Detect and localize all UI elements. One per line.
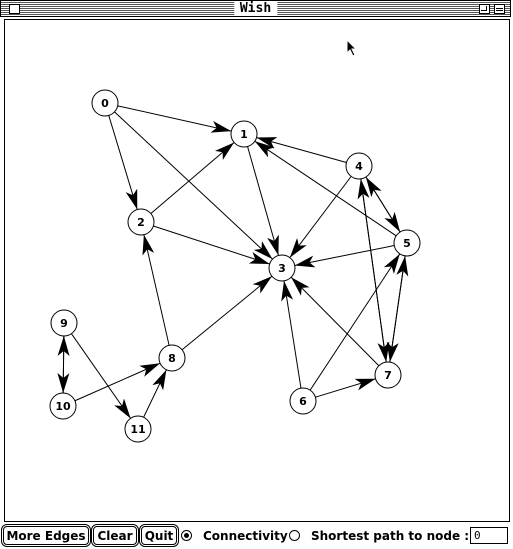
node-label: 0 bbox=[101, 97, 109, 110]
edge-2-1 bbox=[150, 142, 235, 214]
node-circle[interactable] bbox=[230, 120, 258, 148]
connectivity-label: Connectivity bbox=[203, 529, 288, 543]
edge-6-7 bbox=[315, 378, 376, 398]
node-9[interactable]: 9 bbox=[50, 309, 78, 337]
node-4[interactable]: 4 bbox=[345, 152, 373, 180]
node-label: 7 bbox=[384, 369, 392, 382]
node-label: 8 bbox=[168, 352, 176, 365]
shortest-path-radio[interactable] bbox=[289, 530, 300, 541]
edge-7-5 bbox=[389, 255, 409, 363]
node-1[interactable]: 1 bbox=[230, 120, 258, 148]
edge-6-5 bbox=[309, 253, 401, 391]
zoom-box-icon[interactable] bbox=[479, 4, 490, 14]
node-circle[interactable] bbox=[127, 208, 155, 236]
edge-10-9 bbox=[57, 335, 70, 394]
edge-4-1 bbox=[256, 137, 347, 163]
clear-button[interactable]: Clear bbox=[93, 526, 137, 545]
edge-4-3 bbox=[289, 176, 352, 258]
edge-0-1 bbox=[117, 105, 232, 133]
node-3[interactable]: 3 bbox=[268, 254, 296, 282]
edge-0-3 bbox=[114, 111, 273, 260]
node-circle[interactable] bbox=[50, 309, 78, 337]
node-circle[interactable] bbox=[393, 229, 421, 257]
node-circle[interactable] bbox=[124, 415, 152, 443]
window-title: Wish bbox=[233, 1, 278, 16]
edge-9-11 bbox=[71, 333, 131, 419]
node-2[interactable]: 2 bbox=[127, 208, 155, 236]
node-label: 2 bbox=[137, 216, 145, 229]
control-bar: More Edges Clear Quit Connectivity Short… bbox=[0, 525, 513, 549]
edge-8-2 bbox=[142, 234, 170, 346]
quit-button[interactable]: Quit bbox=[141, 526, 177, 545]
node-label: 9 bbox=[60, 317, 68, 330]
node-label: 3 bbox=[278, 262, 286, 275]
node-label: 10 bbox=[55, 400, 71, 413]
node-8[interactable]: 8 bbox=[158, 344, 186, 372]
node-label: 11 bbox=[130, 423, 145, 436]
edge-5-4 bbox=[365, 176, 401, 233]
node-circle[interactable] bbox=[289, 387, 317, 415]
edge-1-3 bbox=[247, 146, 279, 256]
node-label: 1 bbox=[240, 128, 248, 141]
node-label: 5 bbox=[403, 237, 411, 250]
node-label: 6 bbox=[299, 395, 307, 408]
edge-8-3 bbox=[181, 275, 273, 351]
shortest-path-label: Shortest path to node : bbox=[311, 529, 470, 543]
node-6[interactable]: 6 bbox=[289, 387, 317, 415]
graph-drawing: 0 1 2 3 4 5 6 7 8 9 10 11 bbox=[49, 89, 421, 443]
node-circle[interactable] bbox=[158, 344, 186, 372]
edge-2-3 bbox=[153, 225, 270, 265]
more-edges-button[interactable]: More Edges bbox=[3, 526, 89, 545]
node-7[interactable]: 7 bbox=[374, 361, 402, 389]
node-circle[interactable] bbox=[268, 254, 296, 282]
edge-6-3 bbox=[281, 280, 302, 389]
node-label: 4 bbox=[355, 160, 363, 173]
node-0[interactable]: 0 bbox=[91, 89, 119, 117]
node-entry-input[interactable]: 0 bbox=[470, 527, 508, 544]
mouse-pointer-icon bbox=[346, 39, 358, 57]
edge-7-3 bbox=[290, 276, 380, 367]
title-bar[interactable]: Wish bbox=[0, 0, 511, 17]
close-box-icon[interactable] bbox=[9, 4, 20, 14]
edge-5-1 bbox=[254, 140, 397, 237]
node-circle[interactable] bbox=[345, 152, 373, 180]
node-circle[interactable] bbox=[49, 392, 77, 420]
edge-5-3 bbox=[294, 245, 395, 268]
edge-7-4 bbox=[357, 178, 387, 363]
node-circle[interactable] bbox=[374, 361, 402, 389]
node-circle[interactable] bbox=[91, 89, 119, 117]
edge-10-8 bbox=[74, 362, 161, 402]
edge-0-2 bbox=[108, 115, 138, 210]
node-11[interactable]: 11 bbox=[124, 415, 152, 443]
graph-canvas[interactable]: 0 1 2 3 4 5 6 7 8 9 10 11 bbox=[4, 19, 510, 522]
node-5[interactable]: 5 bbox=[393, 229, 421, 257]
collapse-box-icon[interactable] bbox=[494, 4, 505, 14]
edge-11-8 bbox=[143, 369, 167, 418]
connectivity-radio[interactable] bbox=[181, 530, 192, 541]
node-10[interactable]: 10 bbox=[49, 392, 77, 420]
